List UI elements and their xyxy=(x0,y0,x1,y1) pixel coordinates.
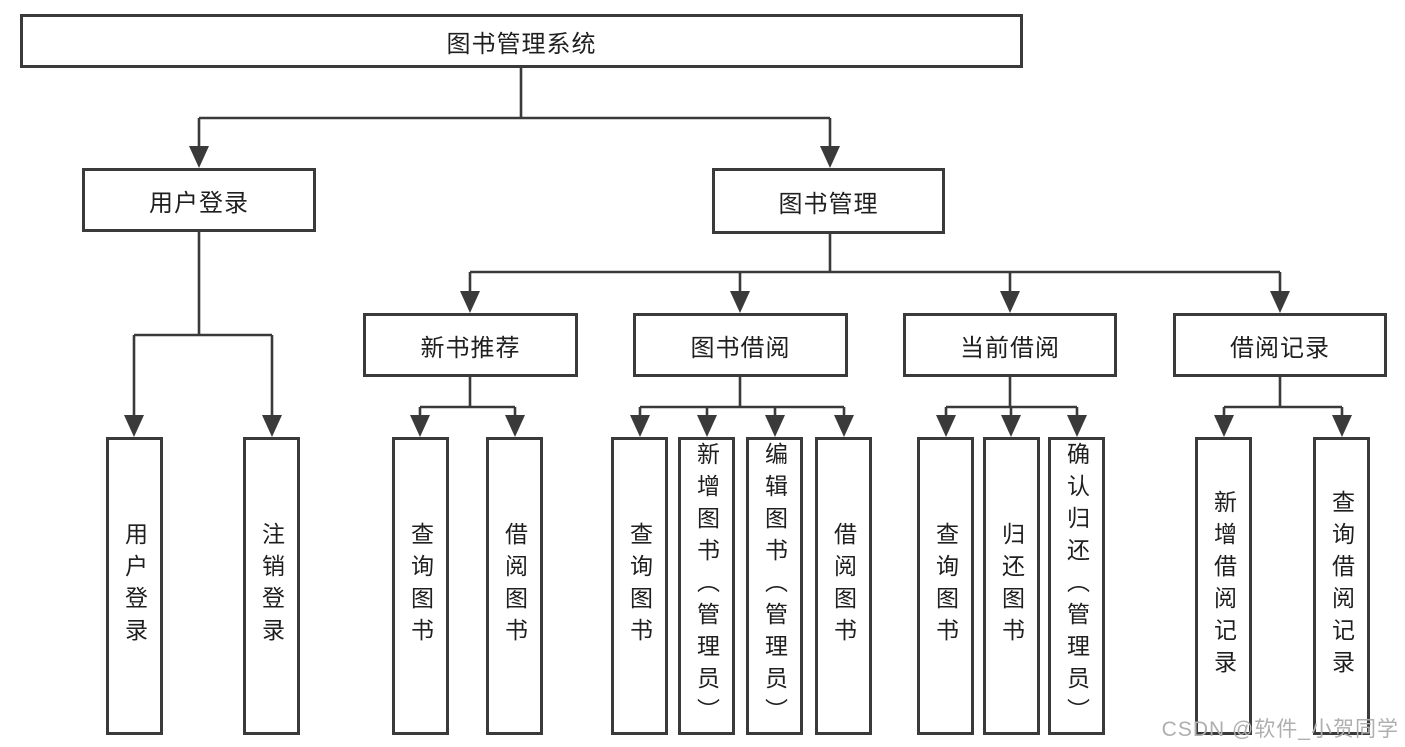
leaf-current-query-books: 查询图书 xyxy=(917,437,974,735)
csdn-watermark: CSDN @软件_小贺同学 xyxy=(1161,718,1399,741)
leaf-user-login: 用户登录 xyxy=(106,437,163,735)
node-book-management: 图书管理 xyxy=(712,168,945,234)
node-book-borrow: 图书借阅 xyxy=(633,313,848,377)
leaf-newbooks-borrow-books: 借阅图书 xyxy=(486,437,543,735)
leaf-borrow-edit-books-admin: 编辑图书（管理员） xyxy=(746,437,803,735)
node-borrow-records: 借阅记录 xyxy=(1173,313,1387,377)
leaf-records-query-record: 查询借阅记录 xyxy=(1313,437,1370,735)
leaf-current-return-books: 归还图书 xyxy=(983,437,1040,735)
leaf-borrow-add-books-admin: 新增图书（管理员） xyxy=(678,437,735,735)
node-root-library-system: 图书管理系统 xyxy=(20,14,1023,68)
leaf-current-confirm-return-admin: 确认归还（管理员） xyxy=(1048,437,1105,735)
node-user-login: 用户登录 xyxy=(82,168,316,232)
leaf-borrow-borrow-books: 借阅图书 xyxy=(815,437,872,735)
leaf-records-add-record: 新增借阅记录 xyxy=(1195,437,1252,735)
leaf-logout: 注销登录 xyxy=(243,437,300,735)
node-current-borrow: 当前借阅 xyxy=(903,313,1117,377)
leaf-borrow-query-books: 查询图书 xyxy=(611,437,668,735)
node-new-book-recommend: 新书推荐 xyxy=(363,313,578,377)
leaf-newbooks-query-books: 查询图书 xyxy=(392,437,449,735)
